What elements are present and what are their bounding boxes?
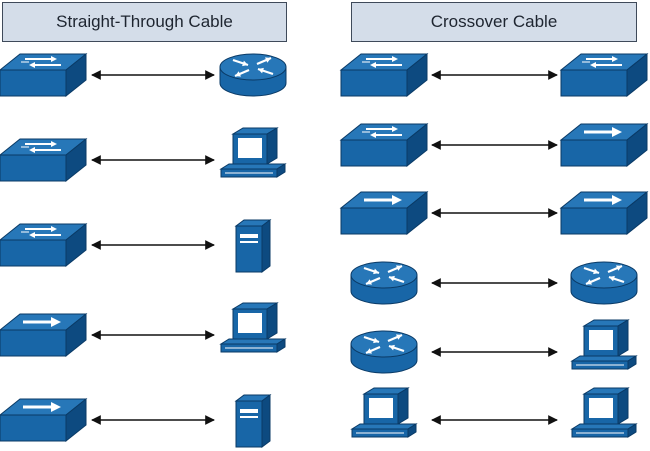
col1-row3-switch-icon bbox=[0, 222, 88, 268]
col2-row1-switch-icon bbox=[559, 52, 649, 98]
col2-row4-router-icon bbox=[350, 261, 418, 305]
col1-row2-pc-icon bbox=[219, 127, 287, 178]
col1-row3-server-icon bbox=[234, 219, 272, 273]
col1-row4-pc-icon bbox=[219, 302, 287, 353]
col1-row1-switch-icon bbox=[0, 52, 88, 98]
straight-through-title: Straight-Through Cable bbox=[2, 2, 287, 42]
col2-row5-pc-icon bbox=[570, 319, 638, 370]
col2-row3-hub-icon bbox=[559, 190, 649, 236]
col1-row1-router-icon bbox=[219, 53, 287, 97]
col1-row2-switch-icon bbox=[0, 137, 88, 183]
col2-row6-pc-icon bbox=[350, 387, 418, 438]
col2-row4-router-icon bbox=[570, 261, 638, 305]
col2-row5-router-icon bbox=[350, 330, 418, 374]
col2-row1-switch-icon bbox=[339, 52, 429, 98]
col1-row4-hub-icon bbox=[0, 312, 88, 358]
col2-row2-hub-icon bbox=[559, 122, 649, 168]
col2-row2-switch-icon bbox=[339, 122, 429, 168]
col2-row6-pc-icon bbox=[570, 387, 638, 438]
col1-row5-server-icon bbox=[234, 394, 272, 448]
col1-row5-hub-icon bbox=[0, 397, 88, 443]
crossover-title: Crossover Cable bbox=[351, 2, 637, 42]
col2-row3-hub-icon bbox=[339, 190, 429, 236]
